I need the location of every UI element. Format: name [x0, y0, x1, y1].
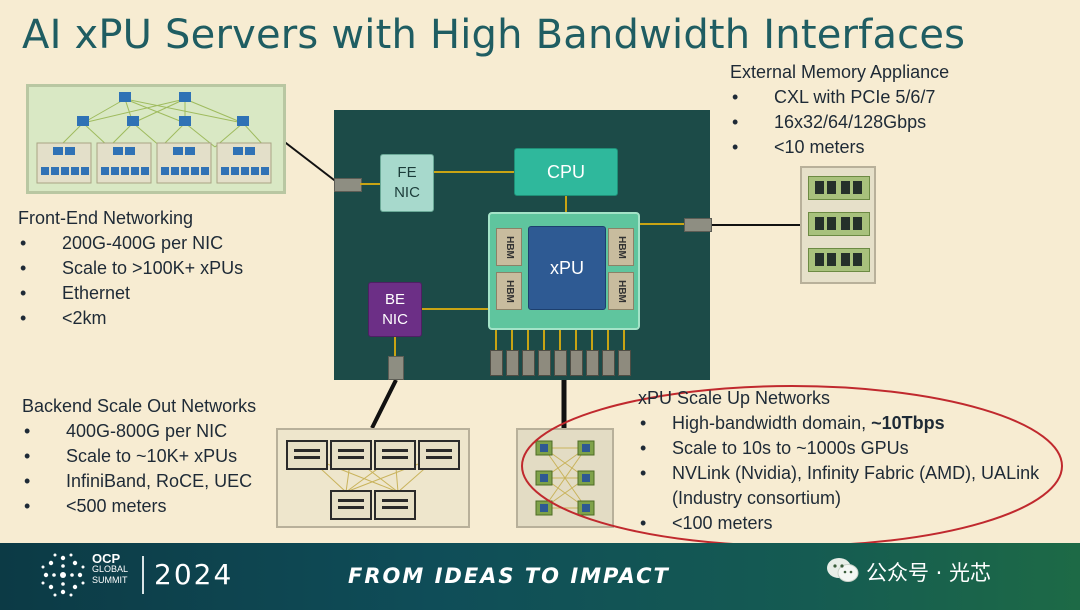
xpu-package: HBM HBM HBM HBM xPU [488, 212, 640, 330]
be-nic-chip: BE NIC [368, 282, 422, 337]
cpu-label: CPU [546, 161, 585, 182]
scale-up-port [490, 350, 503, 376]
pin-trace [511, 330, 513, 350]
scale-up-bullet-continuation: (Industry consortium) [672, 488, 842, 508]
be-nic-label: BE NIC [382, 290, 408, 328]
footer-tagline: FROM IDEAS TO IMPACT [348, 564, 670, 588]
backend-bullet: Scale to ~10K+ xPUs [22, 444, 292, 469]
front-end-bullet: Ethernet [18, 281, 318, 306]
scale-up-topology-graphic [535, 440, 595, 516]
memory-module [808, 248, 870, 272]
fe-nic-label: FE NIC [394, 164, 420, 201]
pin-trace [591, 330, 593, 350]
wechat-icon [827, 558, 859, 582]
scale-up-port [522, 350, 535, 376]
footer-year: 2024 [154, 558, 234, 591]
front-end-section: Front-End Networking 200G-400G per NIC S… [18, 208, 318, 331]
external-memory-bullets: CXL with PCIe 5/6/7 16x32/64/128Gbps <10… [730, 85, 1060, 160]
footer-bar [0, 543, 1080, 610]
external-memory-bullet: <10 meters [730, 135, 1060, 160]
front-end-bullet: Scale to >100K+ xPUs [18, 256, 318, 281]
hbm-stack-left-top: HBM [496, 228, 522, 266]
pin-trace [559, 330, 561, 350]
watermark-text: 公众号 · 光芯 [866, 561, 992, 585]
scale-up-port [586, 350, 599, 376]
pin-trace [607, 330, 609, 350]
front-end-network-diagram [26, 84, 286, 194]
scale-up-bullet: High-bandwidth domain, ~10Tbps [638, 411, 1078, 436]
backend-bullet: <500 meters [22, 494, 292, 519]
footer-divider [142, 556, 144, 594]
scale-up-port [538, 350, 551, 376]
leaf-switch [374, 440, 416, 470]
pin-trace [495, 330, 497, 350]
external-memory-section: External Memory Appliance CXL with PCIe … [730, 62, 1060, 160]
pin-trace [575, 330, 577, 350]
front-end-topology-graphic [36, 92, 272, 184]
scale-up-port [602, 350, 615, 376]
scale-up-bullets: High-bandwidth domain, ~10Tbps Scale to … [638, 411, 1078, 536]
backend-title: Backend Scale Out Networks [22, 396, 257, 416]
pin-trace [527, 330, 529, 350]
backend-network-graphic [276, 428, 470, 528]
backend-bullet: InfiniBand, RoCE, UEC [22, 469, 292, 494]
xpu-label: xPU [549, 257, 584, 278]
link-cpu-xpu [565, 194, 567, 212]
backend-section: Backend Scale Out Networks 400G-800G per… [22, 396, 292, 519]
ocp-logo-icon [41, 553, 85, 597]
backend-port [388, 356, 404, 380]
hbm-stack-right-top: HBM [608, 228, 634, 266]
fe-nic-chip: FE NIC [380, 154, 434, 212]
spine-switch [374, 490, 416, 520]
scale-up-port [506, 350, 519, 376]
scale-up-bullet: Scale to 10s to ~1000s GPUs [638, 436, 1078, 461]
front-end-bullets: 200G-400G per NIC Scale to >100K+ xPUs E… [18, 231, 318, 331]
backend-bullet: 400G-800G per NIC [22, 419, 292, 444]
scale-up-section: xPU Scale Up Networks High-bandwidth dom… [638, 388, 1078, 536]
front-end-bullet: 200G-400G per NIC [18, 231, 318, 256]
xpu-chip: xPU [528, 226, 606, 310]
spine-switch [330, 490, 372, 520]
server-board: FE NIC CPU HBM HBM HBM HBM xPU BE NIC [334, 110, 712, 380]
external-memory-title: External Memory Appliance [730, 62, 950, 82]
scale-up-port [618, 350, 631, 376]
leaf-switch [330, 440, 372, 470]
scale-up-bullet: NVLink (Nvidia), Infinity Fabric (AMD), … [638, 461, 1078, 486]
link-fe-nic-cpu [434, 171, 514, 173]
external-memory-bullet: CXL with PCIe 5/6/7 [730, 85, 1060, 110]
scale-up-port [570, 350, 583, 376]
memory-module [808, 212, 870, 236]
link-be-nic-port [394, 337, 396, 356]
link-fe-nic [360, 183, 380, 185]
ocp-logo-text: OCP GLOBAL SUMMIT [92, 551, 129, 585]
pin-trace [543, 330, 545, 350]
front-end-port [334, 178, 362, 192]
external-memory-bullet: 16x32/64/128Gbps [730, 110, 1060, 135]
pin-trace [623, 330, 625, 350]
slide-title: AI xPU Servers with High Bandwidth Inter… [22, 12, 966, 58]
bandwidth-value: ~10Tbps [871, 413, 945, 433]
memory-module [808, 176, 870, 200]
scale-up-network-graphic [516, 428, 614, 528]
leaf-switch [418, 440, 460, 470]
memory-port [684, 218, 712, 232]
link-xpu-memory [640, 223, 684, 225]
hbm-stack-left-bottom: HBM [496, 272, 522, 310]
backend-bullets: 400G-800G per NIC Scale to ~10K+ xPUs In… [22, 419, 292, 519]
link-be-nic-xpu [422, 308, 488, 310]
front-end-title: Front-End Networking [18, 208, 194, 228]
front-end-bullet: <2km [18, 306, 318, 331]
scale-up-title: xPU Scale Up Networks [638, 388, 831, 408]
leaf-switch [286, 440, 328, 470]
scale-up-bullet: <100 meters [638, 511, 1078, 536]
hbm-stack-right-bottom: HBM [608, 272, 634, 310]
scale-up-port [554, 350, 567, 376]
memory-appliance-graphic [800, 166, 876, 284]
cpu-chip: CPU [514, 148, 618, 196]
